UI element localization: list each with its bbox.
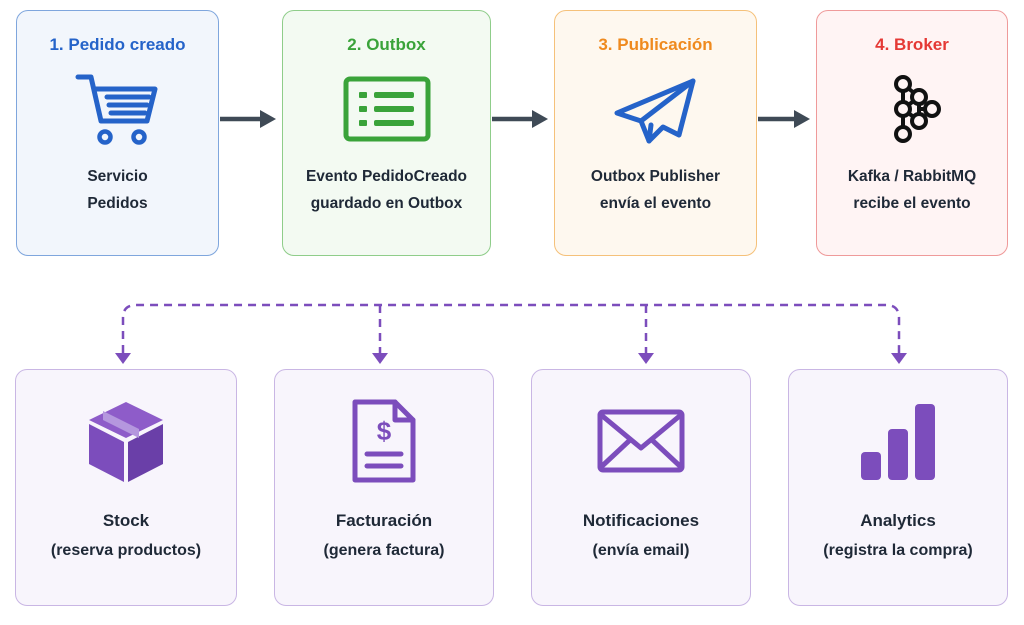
- fanout-connector: [121, 303, 901, 353]
- consumer-facturacion: $ Facturación (genera factura): [274, 369, 494, 606]
- fanout-arrowhead-analytics: [891, 353, 907, 364]
- step-pedido-creado: 1. Pedido creado Servicio Pedidos: [16, 10, 219, 256]
- invoice-icon: $: [352, 399, 416, 483]
- consumer-analytics: Analytics (registra la compra): [788, 369, 1008, 606]
- step-outbox: 2. Outbox Evento PedidoCreado guardado e…: [282, 10, 491, 256]
- step-title: 4. Broker: [875, 35, 949, 54]
- consumer-description: Facturación (genera factura): [323, 511, 445, 559]
- fanout-arrowheads: [115, 353, 907, 364]
- consumer-notificaciones: Notificaciones (envía email): [531, 369, 751, 606]
- svg-text:$: $: [377, 416, 392, 446]
- step-title: 1. Pedido creado: [49, 35, 186, 54]
- step-title: 3. Publicación: [598, 35, 713, 54]
- step-broker: 4. Broker Kafka / RabbitMQ recibe el eve…: [816, 10, 1008, 256]
- step-publicacion: 3. Publicación Outbox Publisher envía el…: [554, 10, 757, 256]
- fanout-arrowhead-stock: [115, 353, 131, 364]
- step-description: Evento PedidoCreado guardado en Outbox: [305, 168, 468, 212]
- envelope-icon: [597, 409, 685, 473]
- consumer-description: Notificaciones (envía email): [582, 511, 700, 559]
- step-title: 2. Outbox: [347, 35, 426, 54]
- step-description: Kafka / RabbitMQ recibe el evento: [847, 168, 977, 212]
- kafka-icon: [894, 75, 941, 143]
- step-description: Servicio Pedidos: [87, 168, 148, 212]
- step-arrows: [220, 110, 810, 128]
- cart-icon: [75, 74, 157, 145]
- consumer-description: Analytics (registra la compra): [823, 511, 973, 559]
- arrow-1-to-2-head: [260, 110, 276, 128]
- list-icon: [343, 76, 430, 142]
- arrow-2-to-3-head: [532, 110, 548, 128]
- paper-plane-icon: [614, 78, 695, 144]
- fanout-arrowhead-notificaciones: [638, 353, 654, 364]
- step-description: Outbox Publisher envía el evento: [590, 168, 721, 212]
- bar-chart-icon: [861, 404, 935, 480]
- arrow-3-to-4-head: [794, 110, 810, 128]
- box-icon: [89, 402, 163, 482]
- fanout-arrowhead-facturacion: [372, 353, 388, 364]
- consumer-description: Stock (reserva productos): [50, 511, 202, 559]
- consumer-stock: Stock (reserva productos): [15, 369, 237, 606]
